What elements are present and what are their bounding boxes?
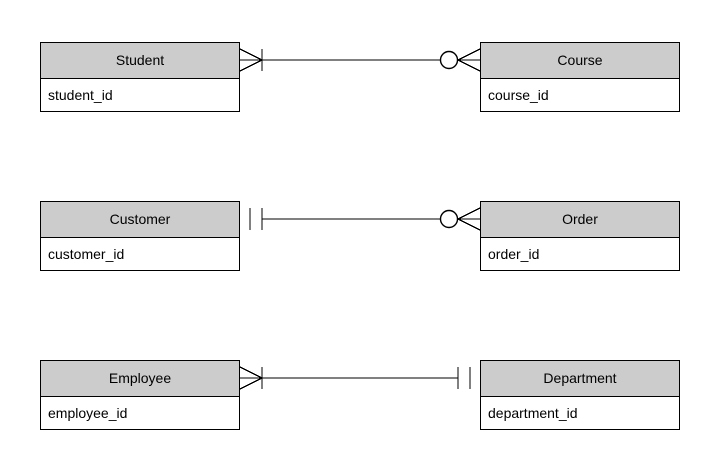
entity-employee-attribute-0: employee_id (48, 405, 128, 421)
cardinality-one-or-many-student-course-from (239, 48, 263, 72)
cardinality-exactly-one-customer-order-from (249, 208, 263, 230)
entity-course-attribute-0: course_id (488, 87, 549, 103)
entity-department-attribute-0: department_id (488, 405, 578, 421)
entity-order-title: Order (481, 202, 679, 238)
entity-order-attribute-0: order_id (488, 246, 540, 262)
entity-employee[interactable]: Employee employee_id (40, 360, 240, 430)
entity-course-attributes: course_id (481, 79, 679, 112)
entity-department-title: Department (481, 361, 679, 397)
entity-customer-attributes: customer_id (41, 238, 239, 271)
entity-customer[interactable]: Customer customer_id (40, 201, 240, 271)
entity-employee-attributes: employee_id (41, 397, 239, 430)
entity-department-attributes: department_id (481, 397, 679, 430)
entity-student-attributes: student_id (41, 79, 239, 112)
cardinality-zero-or-many-student-course-to (439, 48, 481, 72)
entity-student-attribute-0: student_id (48, 87, 113, 103)
entity-student[interactable]: Student student_id (40, 42, 240, 112)
cardinality-zero-or-many-customer-order-to (439, 207, 481, 231)
entity-customer-title: Customer (41, 202, 239, 238)
cardinality-exactly-one-employee-department-to (457, 367, 471, 389)
entity-employee-title: Employee (41, 361, 239, 397)
entity-order-attributes: order_id (481, 238, 679, 271)
entity-student-title: Student (41, 43, 239, 79)
entity-customer-attribute-0: customer_id (48, 246, 125, 262)
entity-course-title: Course (481, 43, 679, 79)
entity-course[interactable]: Course course_id (480, 42, 680, 112)
entity-order[interactable]: Order order_id (480, 201, 680, 271)
entity-department[interactable]: Department department_id (480, 360, 680, 430)
cardinality-one-or-many-employee-department-from (239, 366, 263, 390)
